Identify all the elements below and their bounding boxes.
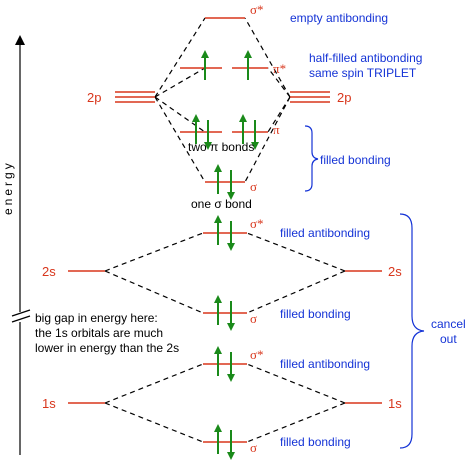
annotation-gap-line1: big gap in energy here: bbox=[35, 311, 158, 325]
mo-symbol-sigma-star-1s: σ* bbox=[250, 347, 264, 362]
mo-symbol-sigma-1s: σ bbox=[250, 440, 257, 455]
annotation-gap-line2: the 1s orbitals are much bbox=[35, 326, 163, 340]
axis-break-mark bbox=[11, 315, 31, 323]
desc-empty-antibonding: empty antibonding bbox=[290, 11, 388, 25]
ao-label-2p-left: 2p bbox=[87, 90, 101, 105]
mo-symbol-sigma-2s: σ bbox=[250, 311, 257, 326]
ao-label-2s-right: 2s bbox=[388, 264, 402, 279]
mo-symbol-pi-star: π* bbox=[273, 61, 286, 76]
axis-break-mark bbox=[11, 309, 31, 317]
desc-filled-bonding-1s: filled bonding bbox=[280, 435, 351, 449]
mo-symbol-sigma-star-2s: σ* bbox=[250, 216, 264, 231]
desc-filled-antibonding-2s: filled antibonding bbox=[280, 226, 370, 240]
correlation-lines bbox=[104, 17, 346, 443]
pi-bonding-brace bbox=[304, 125, 319, 192]
desc-filled-bonding-pi: filled bonding bbox=[320, 153, 391, 167]
axis-label: energy bbox=[1, 160, 15, 215]
atomic-orbital-levels bbox=[68, 91, 382, 404]
ao-label-2p-right: 2p bbox=[337, 90, 351, 105]
annotation-one-sigma-bond: one σ bond bbox=[191, 197, 252, 211]
cancel-out-brace bbox=[399, 213, 425, 449]
annotation-two-pi-bonds: two π bonds bbox=[188, 140, 254, 154]
molecular-orbital-levels bbox=[180, 17, 268, 443]
mo-symbol-pi: π bbox=[273, 122, 280, 137]
desc-cancel-line1: cancel bbox=[431, 317, 466, 331]
desc-filled-antibonding-1s: filled antibonding bbox=[280, 357, 370, 371]
desc-half-filled-line2: same spin TRIPLET bbox=[309, 66, 417, 80]
mo-symbol-sigma-2p: σ bbox=[250, 179, 257, 194]
ao-label-1s-left: 1s bbox=[42, 396, 56, 411]
desc-cancel-line2: out bbox=[440, 332, 457, 346]
annotation-gap-line3: lower in energy than the 2s bbox=[35, 341, 179, 355]
desc-filled-bonding-2s: filled bonding bbox=[280, 307, 351, 321]
mo-symbol-sigma-star-2p: σ* bbox=[250, 2, 264, 17]
electron-arrows bbox=[192, 50, 259, 460]
energy-axis: energy bbox=[1, 35, 31, 455]
ao-label-1s-right: 1s bbox=[388, 396, 402, 411]
desc-half-filled-line1: half-filled antibonding bbox=[309, 51, 422, 65]
ao-label-2s-left: 2s bbox=[42, 264, 56, 279]
